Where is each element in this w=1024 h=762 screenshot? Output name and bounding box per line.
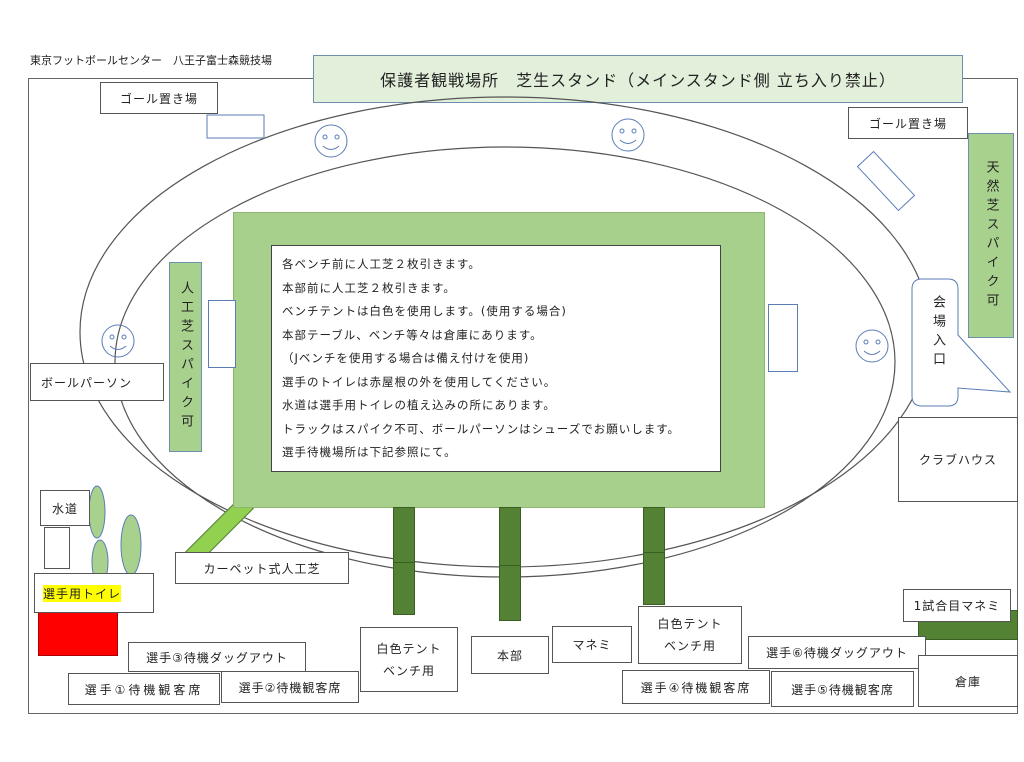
stand2-label: 選手②待機観客席 (221, 671, 359, 703)
artificial-turf-strip: 人工芝スパイク可 (169, 262, 202, 452)
clubhouse: クラブハウス (898, 417, 1018, 502)
note-line: 水道は選手用トイレの植え込みの所にあります。 (282, 398, 556, 412)
note-line: 選手のトイレは赤屋根の外を使用してください。 (282, 374, 557, 389)
dugout3-label: 選手③待機ダッグアウト (128, 642, 306, 672)
goal-rack-left (206, 114, 265, 139)
tent-bench-left-line2: ベンチ用 (382, 663, 435, 678)
tent-bench-right-line2: ベンチ用 (663, 639, 716, 653)
goal-left (208, 300, 236, 368)
note-line: 各ベンチ前に人工芝２枚引きます。 (282, 257, 481, 271)
toilet-label-text: 選手用トイレ (43, 584, 122, 602)
shrub (120, 514, 142, 576)
entrance-label: 会場入口 (930, 295, 945, 371)
toilet-label: 選手用トイレ (34, 573, 154, 613)
venue-title: 東京フットボールセンター 八王子富士森競技場 (30, 54, 272, 67)
bench-turf-right-divider (643, 552, 665, 553)
entrance-bubble (911, 278, 1012, 407)
goal-right (768, 304, 798, 372)
note-line: 選手待機場所は下記参照にて。 (282, 445, 457, 459)
maneki-label: マネミ (552, 626, 632, 663)
tent-bench-left-line1: 白色テント (376, 641, 442, 656)
water-label: 水道 (40, 490, 90, 526)
hq-label: 本部 (471, 636, 549, 674)
tent-bench-left: 白色テント ベンチ用 (360, 627, 458, 692)
note-line: トラックはスパイク不可、ボールパーソンはシューズでお願いします。 (282, 421, 681, 436)
ball-person-label: ボールパーソン (30, 363, 164, 401)
tent-bench-right-line1: 白色テント (657, 617, 723, 631)
toilet-roof (38, 611, 118, 656)
spectator-banner: 保護者観戦場所 芝生スタンド（メインスタンド側 立ち入り禁止） (313, 55, 963, 103)
bench-turf-left-divider (393, 562, 415, 563)
stand4-label: 選手④待機観客席 (622, 670, 770, 704)
water-tap (44, 527, 70, 569)
dugout6-label: 選手⑥待機ダッグアウト (748, 636, 926, 669)
goal-storage-right-label: ゴール置き場 (848, 107, 968, 139)
tent-bench-right: 白色テント ベンチ用 (638, 606, 742, 664)
smiley-icon (314, 124, 348, 158)
carpet-turf-label: カーペット式人工芝 (175, 552, 349, 584)
shrub (88, 485, 106, 539)
note-line: ベンチテントは白色を使用します。(使用する場合) (282, 304, 567, 318)
natural-turf-strip: 天然芝スパイク可 (968, 133, 1014, 338)
bench-turf-left (393, 507, 415, 615)
goal-rack-right (856, 150, 916, 212)
stand1-label: 選手①待機観客席 (68, 673, 220, 705)
note-line: 本部テーブル、ベンチ等々は倉庫にあります。 (282, 327, 543, 342)
spectator-banner-text: 保護者観戦場所 芝生スタンド（メインスタンド側 立ち入り禁止） (380, 71, 896, 90)
bench-turf-right (643, 507, 665, 605)
note-line: 本部前に人工芝２枚引きます。 (282, 280, 456, 295)
smiley-icon (855, 329, 889, 363)
note-line: （Jベンチを使用する場合は備え付けを使用) (282, 351, 530, 365)
smiley-icon (101, 324, 135, 358)
hq-turf (499, 507, 521, 621)
notes-panel: 各ベンチ前に人工芝２枚引きます。 本部前に人工芝２枚引きます。 ベンチテントは白… (271, 245, 721, 472)
goal-storage-left-label: ゴール置き場 (100, 82, 218, 114)
smiley-icon (611, 118, 645, 152)
first-match-maneki-label: 1試合目マネミ (903, 589, 1011, 622)
hq-turf-divider (499, 565, 521, 566)
warehouse: 倉庫 (918, 655, 1018, 707)
stand5-label: 選手⑤待機観客席 (771, 671, 914, 707)
